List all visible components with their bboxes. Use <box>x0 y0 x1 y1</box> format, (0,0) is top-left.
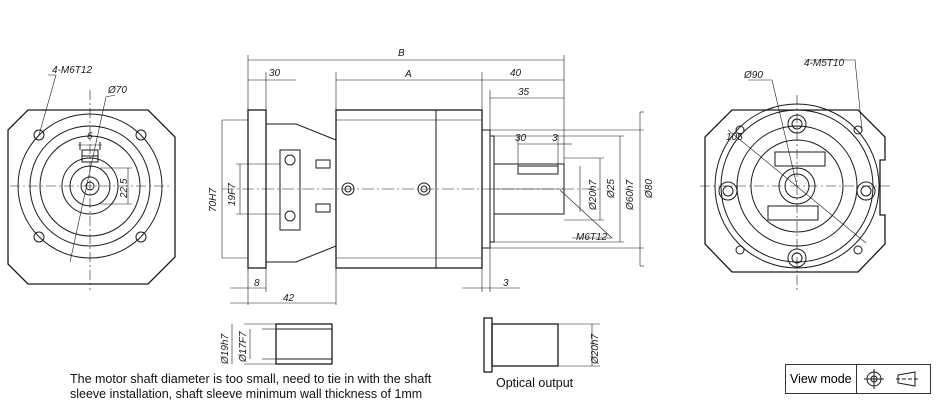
input-depth-label: 42 <box>283 293 295 304</box>
left-end-view <box>7 74 176 290</box>
note-line-2: sleeve installation, shaft sleeve minimu… <box>70 387 423 401</box>
center-tap-label: M6T12 <box>576 232 608 243</box>
dimension-labels: 4-M6T12 Ø70 6 22.5 B A 30 40 35 30 3 70H… <box>52 48 844 365</box>
shoulder-diameter-label: Ø25 <box>606 179 617 199</box>
left-thread-callout: 4-M6T12 <box>52 65 92 76</box>
view-mode-box: View mode <box>785 364 931 394</box>
left-bolt-holes <box>33 129 147 243</box>
right-bolt-holes <box>718 114 876 268</box>
input-pilot-label: 70H7 <box>208 188 219 212</box>
sleeve-inner-label: Ø17F7 <box>238 331 249 363</box>
first-angle-projection-icon <box>857 365 891 393</box>
output-pilot-label: Ø60h7 <box>625 180 636 211</box>
input-bore-label: 19F7 <box>227 183 238 206</box>
third-angle-projection-icon <box>891 365 925 393</box>
shaft-sleeve-drawing <box>231 323 333 365</box>
left-pcd-label: Ø70 <box>107 85 127 96</box>
sleeve-outer-label: Ø19h7 <box>220 334 231 365</box>
optical-output-drawing <box>483 317 600 373</box>
overall-length-label: B <box>398 48 405 59</box>
left-shaft-height-label: 22.5 <box>119 178 130 199</box>
note-line-1: The motor shaft diameter is too small, n… <box>70 372 432 386</box>
shaft-sleeve-note: The motor shaft diameter is too small, n… <box>70 372 431 402</box>
right-thread-callout: 4-M5T10 <box>804 58 844 69</box>
right-chamfer-label: 105 <box>726 132 743 143</box>
side-view <box>221 55 644 305</box>
shaft-diameter-label: Ø20h7 <box>588 180 599 211</box>
key-length-label: 30 <box>515 133 527 144</box>
flange-thickness-label: 8 <box>254 278 260 289</box>
view-mode-label: View mode <box>786 365 857 393</box>
key-offset-label: 3 <box>552 133 558 144</box>
output-gap-label: 3 <box>503 278 509 289</box>
optical-diameter-label: Ø20h7 <box>590 334 601 365</box>
input-length-label: 30 <box>269 68 281 79</box>
optical-output-label: Optical output <box>496 376 574 390</box>
flange-diameter-label: Ø80 <box>644 179 655 199</box>
right-pcd-label: Ø90 <box>743 70 763 81</box>
housing-length-label: A <box>404 69 412 80</box>
shaft-length-label: 35 <box>518 87 530 98</box>
left-key-width-label: 6 <box>87 131 93 142</box>
output-length-label: 40 <box>510 68 522 79</box>
right-end-view <box>700 59 890 290</box>
